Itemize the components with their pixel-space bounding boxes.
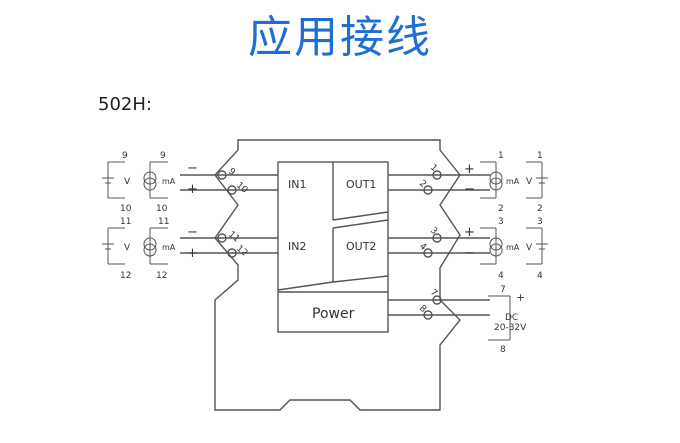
svg-text:20-32V: 20-32V — [494, 323, 527, 333]
model-label: 502H: — [98, 94, 152, 115]
svg-text:7: 7 — [428, 288, 439, 299]
svg-text:+: + — [464, 162, 475, 177]
svg-text:+: + — [187, 182, 198, 197]
svg-text:+: + — [187, 246, 198, 261]
svg-text:V: V — [124, 243, 131, 253]
svg-text:mA: mA — [162, 177, 176, 186]
module-housing — [214, 139, 461, 411]
in1-label: IN1 — [288, 178, 306, 191]
svg-text:10: 10 — [156, 204, 168, 214]
svg-text:9: 9 — [122, 151, 128, 161]
svg-text:−: − — [464, 182, 475, 197]
svg-text:10: 10 — [120, 204, 132, 214]
svg-text:11: 11 — [158, 217, 169, 227]
svg-text:11: 11 — [120, 217, 131, 227]
svg-text:10: 10 — [234, 181, 249, 196]
svg-text:8: 8 — [417, 304, 428, 316]
svg-text:3: 3 — [428, 226, 439, 237]
svg-text:4: 4 — [417, 242, 428, 254]
svg-text:−: − — [464, 246, 475, 261]
svg-text:2: 2 — [498, 204, 504, 214]
left-terminals: 9 10 11 12 − + − + — [180, 161, 278, 261]
out2-label: OUT2 — [346, 240, 376, 253]
svg-text:mA: mA — [506, 243, 520, 252]
svg-text:9: 9 — [160, 151, 166, 161]
svg-text:12: 12 — [120, 271, 131, 281]
page-title: 应用接线 — [248, 12, 432, 63]
right-outputs: 1 mA 2 1 V 2 3 mA 4 3 V 4 — [480, 151, 548, 281]
svg-text:8: 8 — [500, 345, 506, 355]
dc-supply: 7 + DC 20-32V 8 — [488, 285, 527, 355]
svg-text:mA: mA — [506, 177, 520, 186]
svg-text:mA: mA — [162, 243, 176, 252]
svg-text:V: V — [526, 243, 533, 253]
svg-text:DC: DC — [505, 313, 518, 323]
svg-text:1: 1 — [498, 151, 504, 161]
left-sources: 9 V 10 9 mA 10 11 V 12 11 mA 12 — [102, 151, 176, 281]
svg-text:+: + — [464, 225, 475, 240]
svg-text:V: V — [124, 177, 131, 187]
svg-text:+: + — [516, 291, 525, 304]
out1-label: OUT1 — [346, 178, 376, 191]
right-terminals: 1 2 3 4 7 8 + − + − — [388, 162, 490, 320]
svg-text:4: 4 — [498, 271, 504, 281]
svg-text:7: 7 — [500, 285, 506, 295]
svg-text:1: 1 — [537, 151, 543, 161]
svg-text:2: 2 — [417, 179, 428, 190]
in2-label: IN2 — [288, 240, 306, 253]
svg-text:−: − — [187, 225, 198, 240]
svg-text:V: V — [526, 177, 533, 187]
svg-text:9: 9 — [226, 167, 237, 179]
svg-text:4: 4 — [537, 271, 543, 281]
svg-text:−: − — [187, 161, 198, 176]
svg-text:11: 11 — [226, 230, 241, 245]
svg-text:2: 2 — [537, 204, 543, 214]
svg-text:12: 12 — [234, 244, 249, 259]
svg-text:1: 1 — [428, 163, 439, 174]
power-label: Power — [312, 306, 355, 322]
svg-text:3: 3 — [498, 217, 504, 227]
svg-text:12: 12 — [156, 271, 167, 281]
svg-text:3: 3 — [537, 217, 543, 227]
